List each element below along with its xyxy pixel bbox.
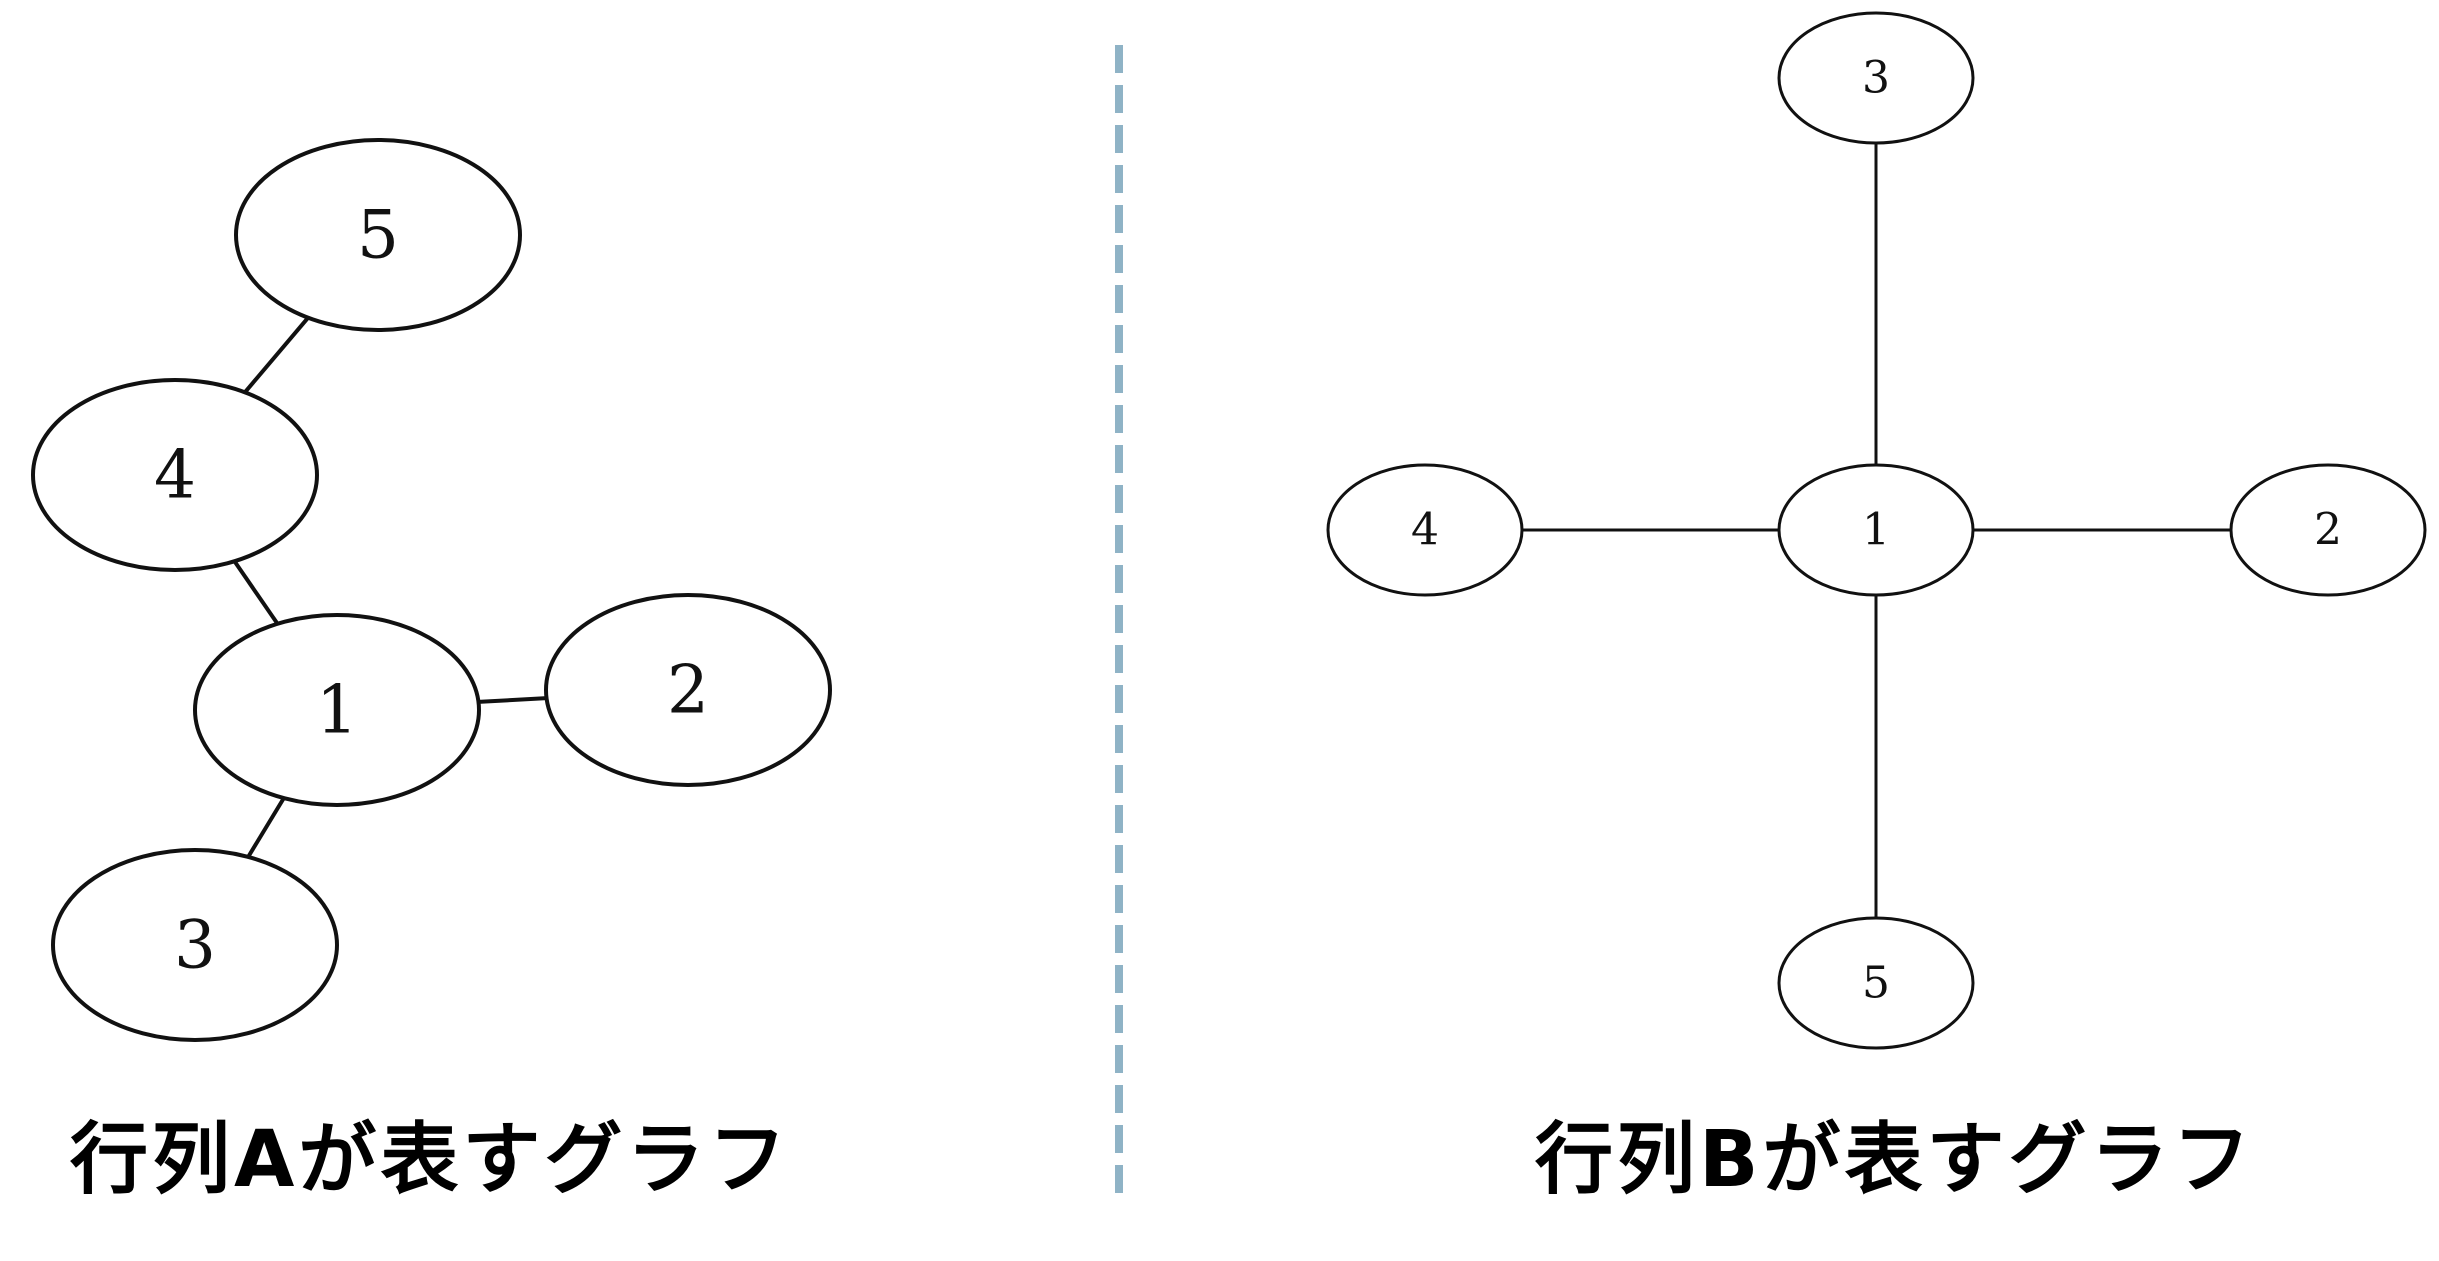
graph-a-node-3: 3 <box>51 848 339 1042</box>
graph-a-node-label: 1 <box>316 672 358 749</box>
graph-a-edge-1-3 <box>246 797 286 858</box>
graph-a-node-1: 1 <box>193 613 481 807</box>
graph-b-node-label: 2 <box>2314 505 2342 556</box>
graph-a-edge-4-1 <box>232 560 280 625</box>
graph-b-node-label: 4 <box>1411 505 1439 556</box>
graph-b-node-label: 3 <box>1862 53 1890 104</box>
graph-a-edges <box>232 316 547 858</box>
graph-b-node-2: 2 <box>2229 463 2427 597</box>
graph-a-node-label: 2 <box>667 652 709 729</box>
graph-b-node-4: 4 <box>1326 463 1524 597</box>
graph-b-node-shape <box>1326 463 1524 597</box>
graph-a-edge-1-2 <box>478 696 547 704</box>
graph-b-node-5: 5 <box>1777 916 1975 1050</box>
graph-b-node-shape <box>2229 463 2427 597</box>
graph-a-node-shape <box>193 613 481 807</box>
graph-b-node-1: 1 <box>1777 463 1975 597</box>
graph-b-caption: 行列Bが表すグラフ <box>1535 1115 2255 1205</box>
graph-b-node-3: 3 <box>1777 11 1975 145</box>
graph-b-node-shape <box>1777 916 1975 1050</box>
graph-b-node-label: 1 <box>1862 505 1890 556</box>
graph-b-nodes: 3 4 1 2 5 <box>1326 11 2427 1050</box>
graph-b-node-shape <box>1777 11 1975 145</box>
graph-a-node-label: 3 <box>174 907 216 984</box>
graph-a-node-shape <box>234 138 522 332</box>
graph-a-caption: 行列Aが表すグラフ <box>70 1115 791 1205</box>
graph-a-node-5: 5 <box>234 138 522 332</box>
graph-a-node-4: 4 <box>31 378 319 572</box>
graph-a-node-shape <box>544 593 832 787</box>
graph-b: 3 4 1 2 5 <box>1326 11 2427 1050</box>
graph-a-node-2: 2 <box>544 593 832 787</box>
graph-a: 5 4 1 2 3 <box>31 138 832 1042</box>
graph-a-edge-5-4 <box>243 316 310 394</box>
graph-a-node-shape <box>51 848 339 1042</box>
graph-a-node-label: 5 <box>357 197 399 274</box>
graph-a-nodes: 5 4 1 2 3 <box>31 138 832 1042</box>
graph-a-node-shape <box>31 378 319 572</box>
graph-b-edges <box>1522 143 2231 918</box>
graph-b-node-label: 5 <box>1862 958 1890 1009</box>
graph-a-node-label: 4 <box>154 437 196 514</box>
graph-b-node-shape <box>1777 463 1975 597</box>
